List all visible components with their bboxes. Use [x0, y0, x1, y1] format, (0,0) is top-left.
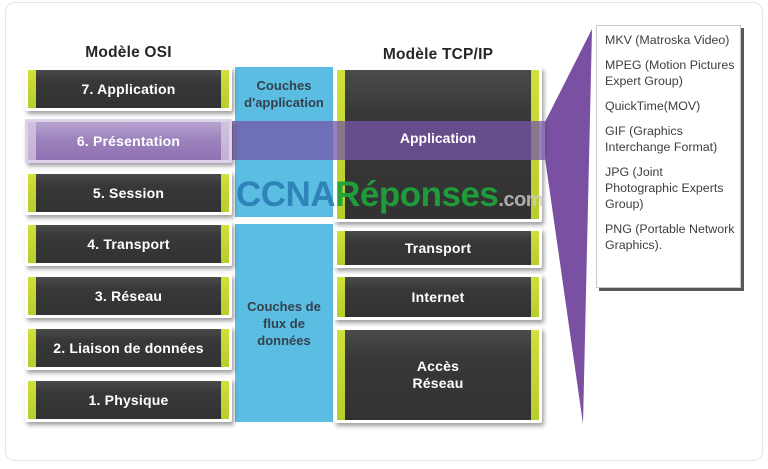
- format-item: MKV (Matroska Video): [605, 33, 730, 47]
- osi-layer-1-physique: 1. Physique: [25, 378, 232, 422]
- osi-layer-6-presentation: 6. Présentation: [25, 119, 232, 163]
- osi-layer-label: 1. Physique: [88, 391, 169, 408]
- watermark-com: .com: [498, 189, 544, 211]
- watermark-ccna: CCNA: [236, 175, 336, 214]
- osi-model-title: Modèle OSI: [85, 44, 172, 61]
- presentation-formats-callout: MKV (Matroska Video) MPEG (Motion Pictur…: [596, 25, 741, 288]
- format-item: PNG (Portable Network Graphics).: [605, 222, 735, 252]
- format-item: GIF (Graphics Interchange Format): [605, 124, 718, 154]
- tcpip-layer-internet: Internet: [334, 274, 542, 320]
- osi-layer-2-liaison: 2. Liaison de données: [25, 326, 232, 370]
- osi-layer-label: 7. Application: [81, 80, 176, 97]
- osi-layer-5-session: 5. Session: [25, 171, 232, 215]
- osi-layer-3-reseau: 3. Réseau: [25, 274, 232, 318]
- osi-layer-label: 2. Liaison de données: [53, 339, 204, 356]
- tcpip-layer-transport: Transport: [334, 228, 542, 268]
- group-application-label: Couches d'application: [244, 78, 324, 110]
- watermark: CCNARéponses.com: [236, 175, 544, 215]
- group-dataflow-label: Couches de flux de données: [247, 298, 321, 348]
- tcpip-layer-label: Transport: [404, 239, 472, 256]
- format-item: MPEG (Motion Pictures Expert Group): [605, 58, 735, 88]
- tcpip-layer-label: Internet: [411, 288, 465, 305]
- tcpip-application-label: Application: [399, 130, 477, 146]
- osi-layer-7-application: 7. Application: [25, 67, 232, 111]
- osi-layer-label: 4. Transport: [87, 235, 170, 252]
- tcpip-model-title: Modèle TCP/IP: [382, 46, 494, 63]
- osi-layer-4-transport: 4. Transport: [25, 222, 232, 266]
- group-dataflow-layers: Couches de flux de données: [235, 224, 333, 422]
- format-item: JPG (Joint Photographic Experts Group): [605, 165, 724, 211]
- format-item: QuickTime(MOV): [605, 99, 701, 113]
- osi-layer-label: 6. Présentation: [76, 132, 181, 149]
- tcpip-layer-acces-reseau: Accès Réseau: [334, 327, 542, 423]
- osi-layer-label: 3. Réseau: [94, 287, 163, 304]
- tcpip-layer-label: Accès Réseau: [412, 358, 464, 391]
- watermark-reponses: Réponses: [335, 175, 499, 214]
- osi-layer-label: 5. Session: [92, 184, 165, 201]
